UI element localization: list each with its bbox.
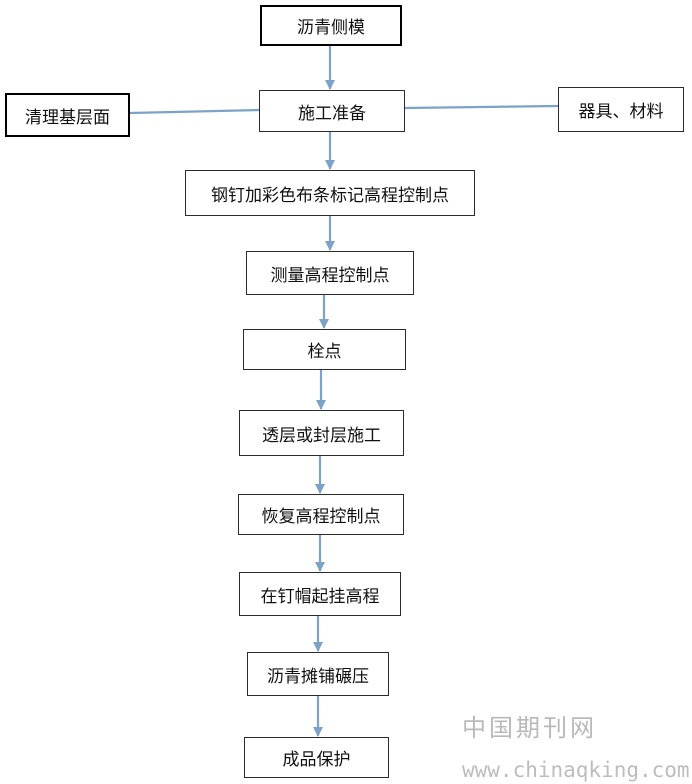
watermark-site-name: 中国期刊网 (462, 714, 597, 742)
node-construction-prep: 施工准备 (259, 90, 405, 132)
node-product-protection: 成品保护 (244, 737, 389, 778)
node-restore-elevation: 恢复高程控制点 (238, 494, 404, 535)
node-equipment-materials: 器具、材料 (558, 87, 684, 132)
link-clean-base-to-prep (129, 108, 260, 115)
node-prime-seal-coat: 透层或封层施工 (239, 410, 404, 456)
node-stake-points: 栓点 (243, 329, 406, 370)
node-measure-elevation: 测量高程控制点 (246, 251, 414, 295)
link-prep-to-equipment (404, 104, 559, 110)
node-asphalt-side-form: 沥青侧模 (260, 5, 402, 46)
node-hang-line-on-nail: 在钉帽起挂高程 (239, 572, 401, 616)
node-nail-marking: 钢钉加彩色布条标记高程控制点 (185, 170, 475, 216)
node-clean-base-surface: 清理基层面 (5, 93, 130, 137)
watermark-url: www.chinaqking.com (462, 758, 690, 782)
node-paving-rolling: 沥青摊铺碾压 (247, 652, 389, 696)
